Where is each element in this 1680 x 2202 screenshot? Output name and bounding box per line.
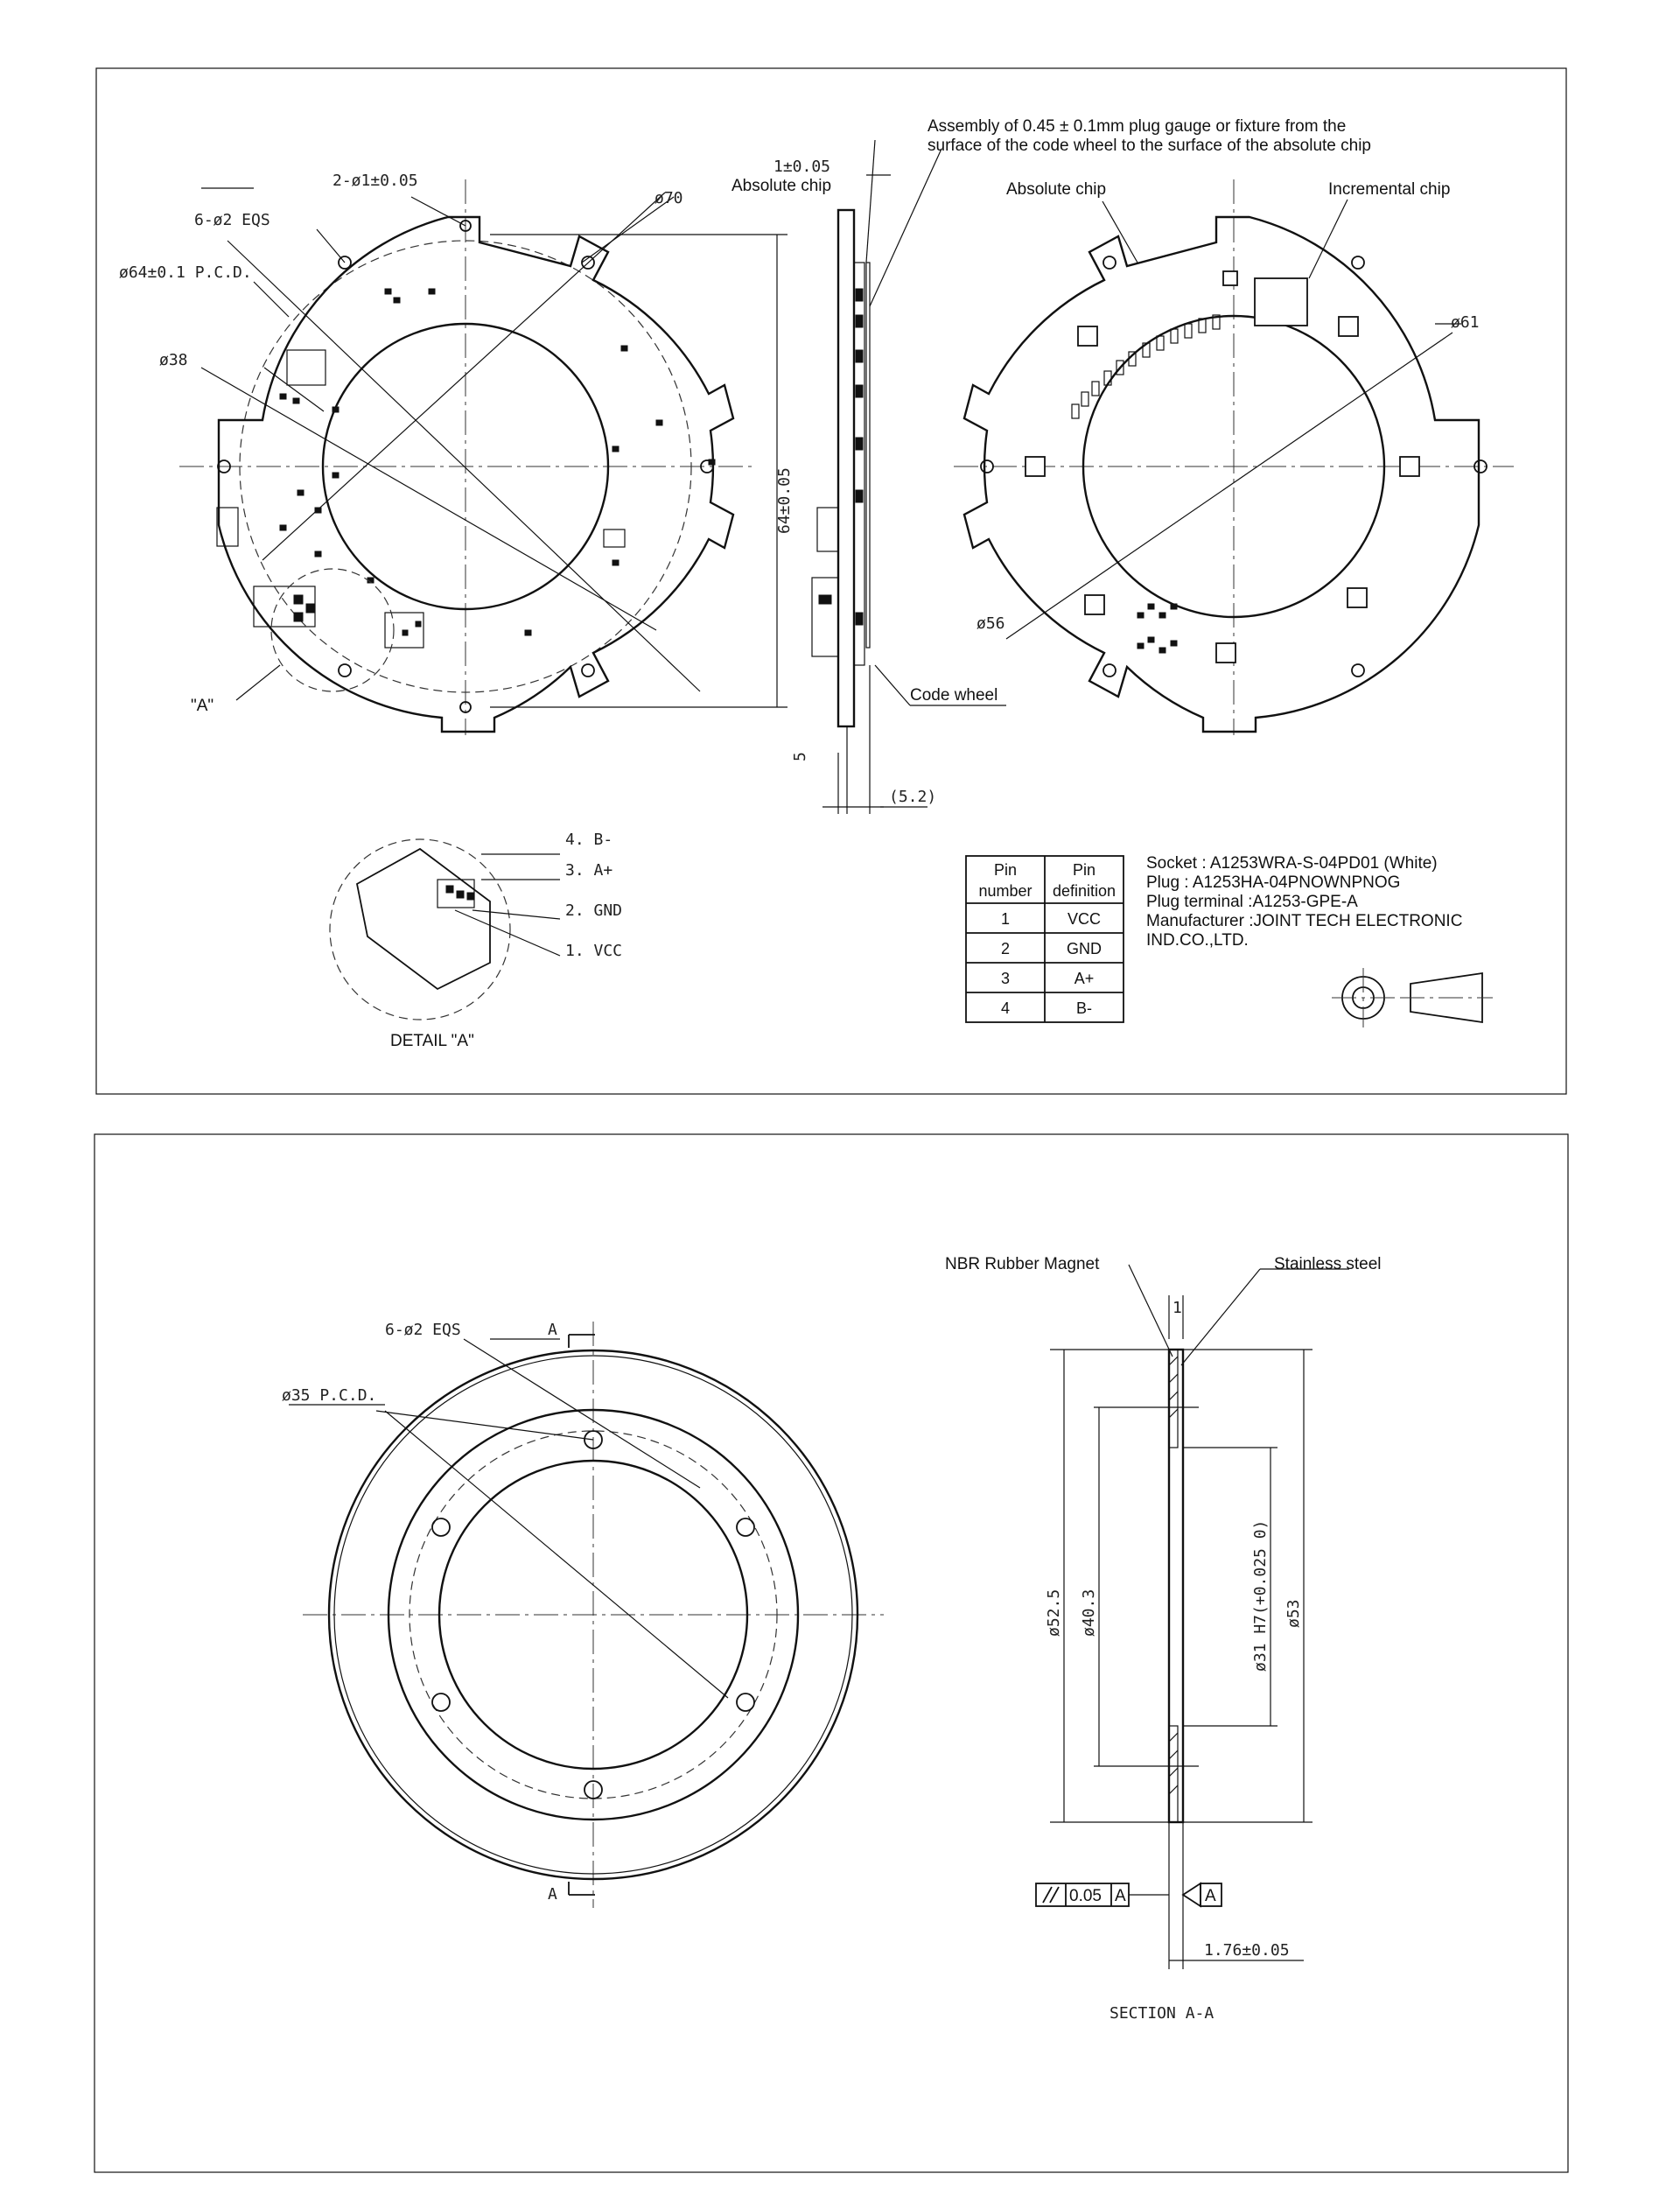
pin-table-header-2b: definition bbox=[1053, 882, 1116, 900]
dim-holes-6: 6-ø2 EQS bbox=[194, 211, 270, 229]
pcb-inner-bore bbox=[321, 322, 610, 611]
dim-d56: ø56 bbox=[976, 614, 1005, 633]
connector-manufacturer: Manufacturer :JOINT TECH ELECTRONIC bbox=[1146, 912, 1462, 930]
dim-d53: ø53 bbox=[1284, 1599, 1303, 1628]
dim-d70: ø70 bbox=[654, 189, 683, 207]
pcb-back-view bbox=[954, 179, 1514, 735]
pin-row-3-num: 3 bbox=[1001, 970, 1010, 987]
section-title: SECTION A-A bbox=[1110, 2004, 1214, 2023]
connector-plug: Plug : A1253HA-04PNOWNPNOG bbox=[1146, 873, 1400, 892]
steel-label: Stainless steel bbox=[1274, 1255, 1382, 1273]
pin-callout-2: 2. GND bbox=[565, 901, 622, 920]
section-mark-top: A bbox=[548, 1321, 557, 1339]
pcb-back-outline bbox=[962, 215, 1480, 733]
pcb-back-bore bbox=[1082, 314, 1386, 619]
connector-terminal: Plug terminal :A1253-GPE-A bbox=[1146, 893, 1358, 911]
detail-title: DETAIL "A" bbox=[390, 1032, 474, 1050]
datum-label: A bbox=[1205, 1887, 1216, 1905]
mount-hole-icon bbox=[584, 1430, 603, 1449]
pcb-outline bbox=[217, 215, 735, 733]
pcb-side-view bbox=[811, 139, 1006, 814]
dim-pcd-35: ø35 P.C.D. bbox=[282, 1386, 376, 1405]
pin-row-3-def: A+ bbox=[1074, 970, 1095, 987]
absolute-chip-icon bbox=[1254, 277, 1308, 326]
pin-table bbox=[965, 855, 1124, 1023]
assembly-note-1: Assembly of 0.45 ± 0.1mm plug gauge or f… bbox=[928, 117, 1346, 136]
pcd-circle bbox=[239, 240, 692, 693]
dim-thk-176: 1.76±0.05 bbox=[1204, 1941, 1290, 1960]
pin-row-4-def: B- bbox=[1076, 999, 1092, 1017]
dim-d40: ø40.3 bbox=[1080, 1589, 1098, 1637]
projection-symbol-icon bbox=[1332, 968, 1493, 1027]
dim-holes-2: 2-ø1±0.05 bbox=[332, 172, 418, 190]
code-wheel-label: Code wheel bbox=[910, 686, 998, 705]
pin-row-4-num: 4 bbox=[1001, 999, 1010, 1017]
magnet-bore bbox=[438, 1459, 749, 1771]
connector-manufacturer-2: IND.CO.,LTD. bbox=[1146, 931, 1249, 950]
dim-thk: 5 bbox=[791, 752, 809, 761]
section-body bbox=[1167, 1348, 1185, 1824]
pin-row-2-num: 2 bbox=[1001, 940, 1010, 957]
assembly-note-2: surface of the code wheel to the surface… bbox=[928, 137, 1371, 155]
dim-d52-5: ø52.5 bbox=[1045, 1589, 1063, 1637]
detail-circle bbox=[270, 568, 395, 692]
pin-callout-1: 1. VCC bbox=[565, 942, 622, 960]
dim-d31: ø31 H7(+0.025 0) bbox=[1251, 1520, 1270, 1672]
dim-d38: ø38 bbox=[159, 351, 188, 369]
detail-ref: "A" bbox=[191, 697, 214, 715]
absolute-chip-side-label: Absolute chip bbox=[732, 177, 831, 195]
incremental-chip-icon bbox=[1222, 270, 1238, 286]
pin-table-header-1a: Pin bbox=[994, 861, 1017, 879]
pin-callout-3: 3. A+ bbox=[565, 861, 612, 880]
pin-row-1-num: 1 bbox=[1001, 910, 1010, 928]
pcb-front-view bbox=[179, 179, 788, 735]
dim-holes-6b: 6-ø2 EQS bbox=[385, 1321, 461, 1339]
section-mark-bottom: A bbox=[548, 1885, 557, 1904]
pin-row-2-def: GND bbox=[1067, 940, 1102, 957]
pin-callout-4: 4. B- bbox=[565, 831, 612, 849]
pcb-edge bbox=[836, 208, 856, 728]
magnet-outer-edge bbox=[327, 1349, 859, 1881]
flatness-value: 0.05 bbox=[1069, 1887, 1102, 1905]
dim-pcd: ø64±0.1 P.C.D. bbox=[119, 263, 252, 282]
dim-thin: 1 bbox=[1172, 1299, 1182, 1317]
magnet-front-view bbox=[289, 1322, 884, 1908]
sheet-2-border bbox=[94, 1133, 1569, 2173]
code-track bbox=[1071, 314, 1221, 419]
dim-thk2: (5.2) bbox=[889, 788, 936, 806]
sheet-2: 6-ø2 EQS ø35 P.C.D. A A bbox=[94, 1133, 1569, 2173]
dim-gap: 1±0.05 bbox=[774, 158, 830, 176]
sheet-1-border bbox=[95, 67, 1567, 1095]
detail-a-view bbox=[329, 838, 561, 1020]
pin-row-1-def: VCC bbox=[1068, 910, 1101, 928]
incremental-chip-label: Incremental chip bbox=[1328, 180, 1450, 199]
chip-footprint bbox=[286, 349, 326, 386]
pin-table-header-1b: number bbox=[978, 882, 1032, 900]
mount-hole-icon bbox=[338, 256, 352, 270]
absolute-chip-label: Absolute chip bbox=[1006, 180, 1106, 199]
pin-table-header-2a: Pin bbox=[1073, 861, 1096, 879]
sheet-1: 2-ø1±0.05 6-ø2 EQS ø64±0.1 P.C.D. ø38 ø7… bbox=[95, 67, 1567, 1095]
dim-h64: 64±0.05 bbox=[775, 467, 794, 534]
section-view bbox=[1035, 1264, 1349, 1969]
flatness-datum: A bbox=[1115, 1887, 1126, 1905]
magnet-label: NBR Rubber Magnet bbox=[945, 1255, 1100, 1273]
dim-d61: ø61 bbox=[1451, 313, 1480, 332]
connector-socket: Socket : A1253WRA-S-04PD01 (White) bbox=[1146, 854, 1438, 873]
